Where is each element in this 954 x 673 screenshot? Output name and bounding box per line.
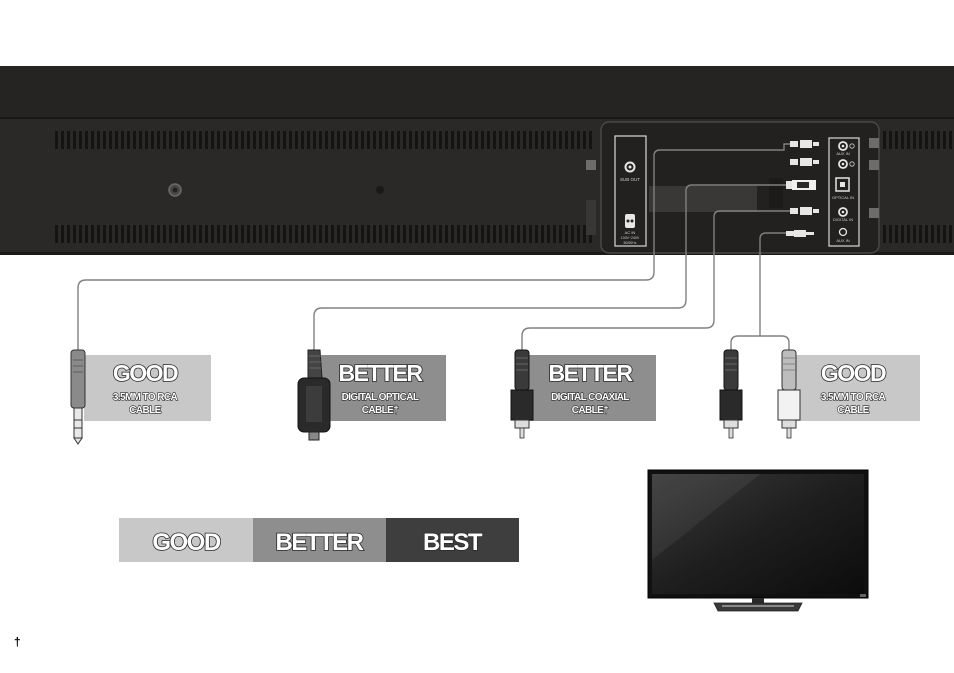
- optical-plug-icon: [786, 181, 792, 189]
- card-desc-good-35mm-line1: 3.5MM TO RCA: [113, 392, 178, 403]
- footnote-dagger: †: [14, 635, 20, 649]
- aux-in-label: AUX IN: [836, 151, 849, 156]
- aux-35-label: AUX IN: [836, 238, 849, 243]
- rca-plug-bottom-icon: [790, 159, 798, 165]
- ac-in-label: AC IN: [625, 230, 636, 235]
- soundbar: SUB OUT AC IN 100V~240V 50/60Hz AUX IN O…: [0, 66, 954, 255]
- card-rating-optical: BETTER: [339, 360, 424, 386]
- card-desc-good-rca-line1: 3.5MM TO RCA: [821, 392, 886, 403]
- rca-plug-top-icon: [790, 141, 798, 147]
- speaker-grille-bottom: [54, 225, 594, 243]
- legend-good-label: GOOD: [152, 529, 221, 556]
- mini-jack-plug-icon: [786, 231, 794, 236]
- card-desc-coaxial-line2: CABLE†: [572, 405, 608, 416]
- card-desc-good-rca-line2: CABLE: [837, 405, 869, 416]
- quality-legend: GOOD BETTER BEST: [119, 518, 519, 562]
- speaker-grille-top: [54, 131, 594, 149]
- sub-out-label: SUB OUT: [620, 177, 640, 182]
- card-rating-good-35mm: GOOD: [113, 360, 178, 386]
- mini-jack-connector-icon: [71, 350, 85, 444]
- card-desc-coaxial-line1: DIGITAL COAXIAL: [551, 392, 629, 403]
- ac-in-frequency: 50/60Hz: [623, 241, 636, 245]
- rca-red-connector-icon: [720, 350, 742, 438]
- card-desc-optical-line2: CABLE†: [362, 405, 398, 416]
- optical-in-label: OPTICAL IN: [832, 195, 854, 200]
- digital-in-label: DIGITAL IN: [833, 217, 853, 222]
- card-desc-optical-line1: DIGITAL OPTICAL: [342, 392, 419, 403]
- ac-in-voltage: 100V~240V: [621, 236, 640, 240]
- card-desc-good-35mm-line2: CABLE: [129, 405, 161, 416]
- sensor-dot-icon: [376, 186, 384, 194]
- card-rating-good-rca: GOOD: [821, 360, 886, 386]
- legend-best-label: BEST: [423, 529, 483, 556]
- television-icon: [648, 470, 868, 611]
- card-rating-coaxial: BETTER: [549, 360, 634, 386]
- coax-plug-icon: [790, 208, 798, 214]
- legend-better-label: BETTER: [276, 529, 364, 556]
